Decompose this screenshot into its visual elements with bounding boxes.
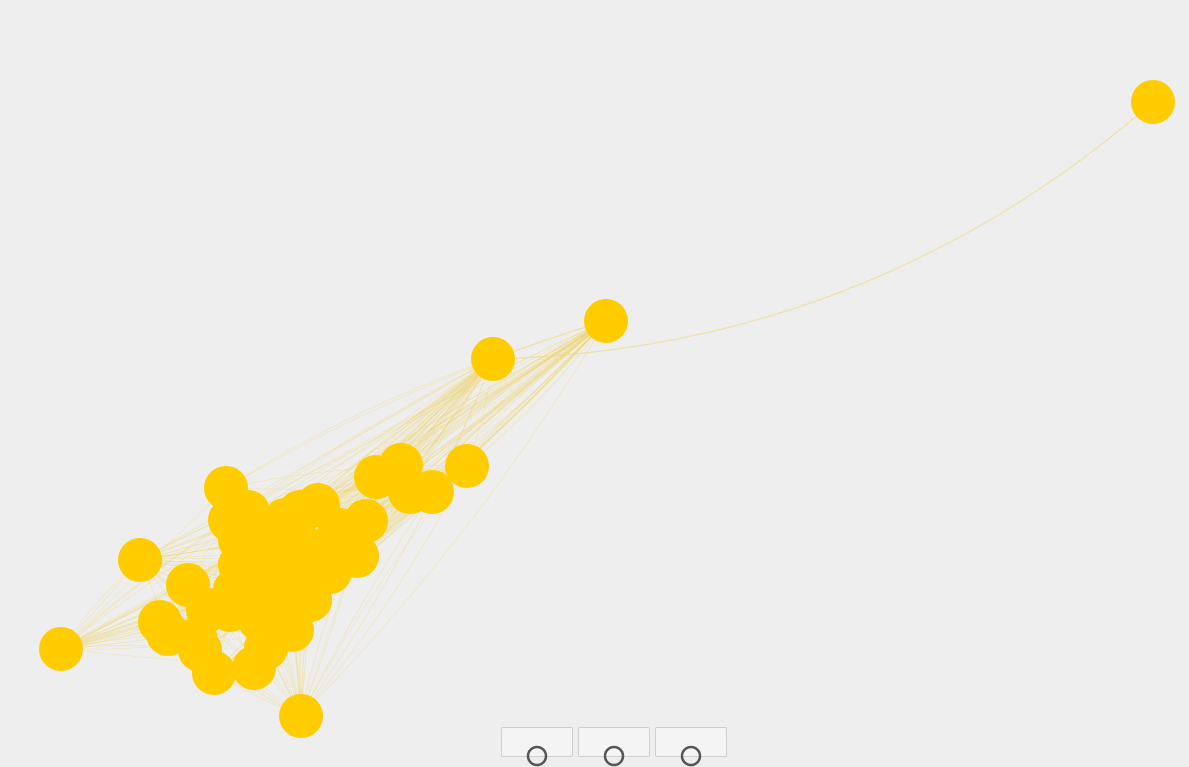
- graph-edge: [317, 358, 494, 506]
- graph-node[interactable]: [471, 337, 515, 381]
- graph-node[interactable]: [279, 694, 323, 738]
- graph-edge: [225, 358, 494, 489]
- graph-node[interactable]: [354, 455, 398, 499]
- graph-edge: [492, 101, 1154, 360]
- graph-node[interactable]: [318, 508, 362, 552]
- graph-edge: [300, 320, 607, 717]
- zoom-reset-icon: [680, 745, 702, 767]
- zoom-in-icon: [526, 745, 548, 767]
- graph-edge: [299, 320, 607, 513]
- graph-edge: [300, 491, 433, 717]
- graph-node[interactable]: [263, 498, 307, 542]
- graph-node[interactable]: [174, 618, 218, 662]
- network-graph[interactable]: [0, 0, 1189, 750]
- zoom-out-button[interactable]: [578, 727, 650, 767]
- graph-edge: [365, 358, 494, 522]
- graph-edge: [356, 320, 607, 557]
- graph-edge: [229, 320, 607, 521]
- graph-node[interactable]: [39, 627, 83, 671]
- graph-edge: [466, 320, 607, 467]
- graph-node[interactable]: [1131, 80, 1175, 124]
- zoom-controls: [501, 727, 727, 767]
- graph-edge: [60, 358, 494, 650]
- graph-node[interactable]: [192, 651, 236, 695]
- graph-node[interactable]: [258, 563, 302, 607]
- graph-edge: [247, 358, 494, 513]
- graph-node[interactable]: [445, 444, 489, 488]
- graph-edge: [409, 320, 607, 493]
- graph-edge: [60, 320, 607, 650]
- graph-node[interactable]: [118, 538, 162, 582]
- zoom-out-icon: [603, 745, 625, 767]
- graph-edge: [139, 320, 607, 561]
- graph-node[interactable]: [208, 498, 252, 542]
- graph-edge: [139, 358, 494, 561]
- graph-node[interactable]: [388, 470, 432, 514]
- graph-edge: [300, 358, 494, 717]
- zoom-reset-button[interactable]: [655, 727, 727, 767]
- graph-edge: [400, 320, 607, 466]
- graph-edge: [225, 465, 468, 489]
- graph-node[interactable]: [244, 626, 288, 670]
- graph-nodes[interactable]: [39, 80, 1175, 738]
- graph-node[interactable]: [584, 299, 628, 343]
- zoom-in-button[interactable]: [501, 727, 573, 767]
- graph-node[interactable]: [213, 568, 257, 612]
